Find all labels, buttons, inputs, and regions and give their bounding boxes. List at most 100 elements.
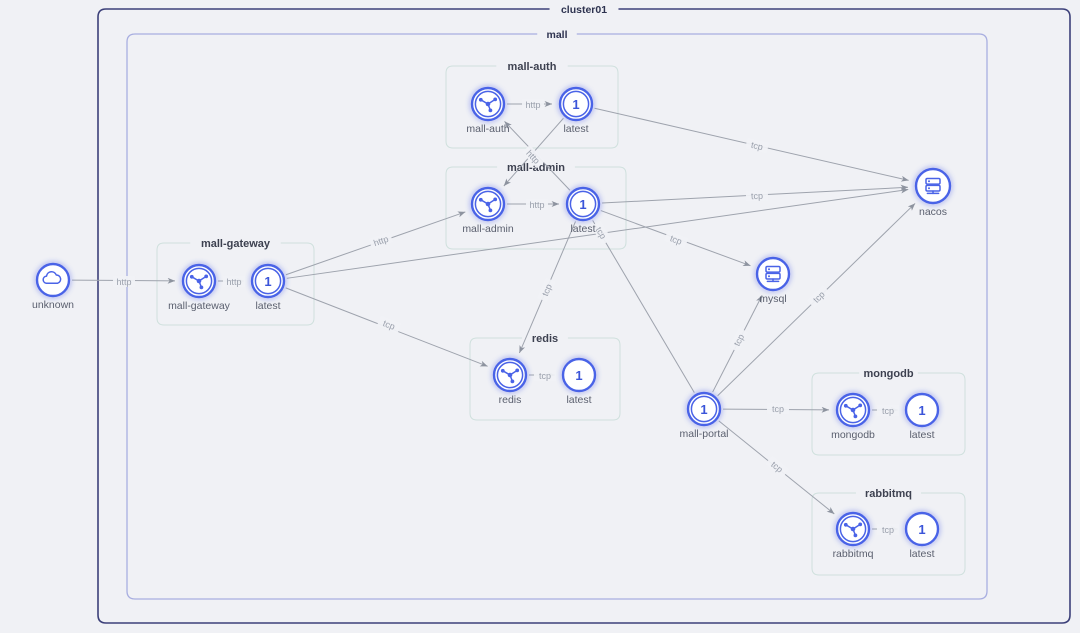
edge-label-backdrop: [745, 189, 769, 202]
node-inner-ring: [839, 515, 867, 543]
instance-count: 1: [575, 368, 582, 383]
edge-label-backdrop: [591, 220, 612, 246]
node-inner-ring: [474, 190, 502, 218]
instance-count: 1: [700, 402, 707, 417]
cluster-title: cluster01: [561, 4, 607, 16]
service-group-mongodb[interactable]: [811, 372, 966, 456]
service-group-title-mall-gateway: mall-gateway: [201, 238, 271, 250]
node-redis-ver[interactable]: 1 latest: [561, 357, 597, 406]
node-inner-ring: [185, 267, 213, 295]
edge-mall-admin-ver-to-mall-portal[interactable]: [592, 220, 695, 393]
edge-label-mall-portal-to-mongodb-svc: tcp: [772, 404, 784, 414]
service-group-title-mongodb: mongodb: [863, 368, 913, 380]
service-node-dot: [858, 403, 863, 408]
database-tier-top: [925, 177, 941, 185]
edge-label-unknown-to-mall-gateway-svc: http: [116, 277, 131, 287]
edge-label-mall-auth-ver-to-nacos: tcp: [750, 140, 764, 152]
service-node-dot: [843, 403, 848, 408]
edge-layer[interactable]: [71, 101, 916, 532]
service-group-mall-admin[interactable]: [445, 166, 627, 250]
node-label-rabbitmq-svc: rabbitmq: [833, 548, 874, 560]
database-led: [928, 180, 930, 183]
edge-label-backdrop: [728, 327, 749, 353]
service-node-dot: [493, 97, 498, 102]
node-mall-auth-svc[interactable]: mall-auth: [466, 86, 510, 135]
service-node-dot: [858, 522, 863, 527]
edge-label-backdrop: [522, 99, 544, 110]
node-mysql[interactable]: mysql: [755, 256, 791, 305]
edge-label-mall-portal-to-mysql: tcp: [732, 332, 746, 347]
node-label-mall-auth-svc: mall-auth: [466, 123, 509, 135]
edge-label-rabbitmq-svc-to-rabbitmq-ver: tcp: [882, 525, 894, 535]
node-label-mall-gateway-ver: latest: [255, 300, 280, 312]
node-mongodb-ver[interactable]: 1 latest: [904, 392, 940, 441]
node-ring: [904, 511, 940, 547]
group-layer[interactable]: mall-auth mall-admin mall-gateway redis mong…: [156, 61, 966, 576]
database-led: [768, 268, 770, 271]
edge-label-mall-admin-ver-to-redis-svc: tcp: [540, 283, 554, 298]
edge-label-backdrop: [376, 315, 402, 334]
node-unknown[interactable]: unknown: [32, 262, 74, 311]
edge-label-backdrop: [521, 144, 545, 169]
service-hub-dot: [196, 278, 202, 284]
service-node-dot: [488, 208, 493, 213]
frame-layer: cluster01 mall: [97, 4, 1071, 624]
node-ring: [686, 391, 722, 427]
node-ring: [565, 186, 601, 222]
service-group-redis[interactable]: [469, 337, 621, 421]
edge-label-backdrop: [806, 285, 831, 309]
service-node-dot: [510, 379, 515, 384]
database-led: [928, 187, 930, 190]
node-mongodb-svc[interactable]: mongodb: [831, 392, 875, 441]
service-hub-dot: [850, 526, 856, 532]
node-mall-admin-svc[interactable]: mall-admin: [462, 186, 514, 235]
node-mall-gateway-svc[interactable]: mall-gateway: [168, 263, 231, 312]
edge-label-mongodb-svc-to-mongodb-ver: tcp: [882, 406, 894, 416]
service-node-dot: [853, 414, 858, 419]
node-inner-ring: [474, 90, 502, 118]
edge-label-backdrop: [368, 231, 394, 250]
node-label-mongodb-ver: latest: [909, 429, 934, 441]
instance-count: 1: [572, 97, 579, 112]
service-node-dot: [204, 274, 209, 279]
edge-label-backdrop: [534, 370, 556, 381]
node-rabbitmq-svc[interactable]: rabbitmq: [833, 511, 874, 560]
node-nacos[interactable]: nacos: [914, 167, 952, 218]
service-group-mall-gateway[interactable]: [156, 242, 315, 326]
node-layer[interactable]: unknown mall-gateway 1 latest mall-auth 1 late…: [32, 86, 952, 560]
service-node-dot: [500, 368, 505, 373]
service-group-title-rabbitmq: rabbitmq: [865, 488, 912, 500]
edge-label-mall-admin-ver-to-nacos: tcp: [751, 191, 764, 202]
node-label-redis-ver: latest: [566, 394, 591, 406]
namespace-title: mall: [546, 29, 567, 41]
edge-label-backdrop: [223, 276, 245, 287]
node-label-unknown: unknown: [32, 299, 74, 311]
node-label-rabbitmq-ver: latest: [909, 548, 934, 560]
instance-count: 1: [579, 197, 586, 212]
service-node-dot: [853, 533, 858, 538]
node-mall-gateway-ver[interactable]: 1 latest: [250, 263, 286, 312]
node-ring: [35, 262, 71, 298]
service-node-dot: [199, 285, 204, 290]
edge-label-mall-gateway-ver-to-redis-svc: tcp: [382, 318, 397, 332]
instance-count: 1: [264, 274, 271, 289]
edge-label-backdrop: [526, 199, 548, 210]
node-label-redis-svc: redis: [499, 394, 522, 406]
service-node-dot: [515, 368, 520, 373]
edge-label-backdrop: [663, 230, 689, 249]
namespace-border: [126, 33, 988, 600]
node-redis-svc[interactable]: redis: [492, 357, 528, 406]
edge-label-mall-gateway-svc-to-mall-gateway-ver: http: [226, 277, 241, 287]
cloud-icon: [42, 271, 62, 284]
edge-label-backdrop: [766, 402, 790, 415]
service-group-title-mall-auth: mall-auth: [508, 61, 557, 73]
node-inner-ring: [569, 190, 597, 218]
node-inner-ring: [690, 395, 718, 423]
instance-count: 1: [918, 403, 925, 418]
